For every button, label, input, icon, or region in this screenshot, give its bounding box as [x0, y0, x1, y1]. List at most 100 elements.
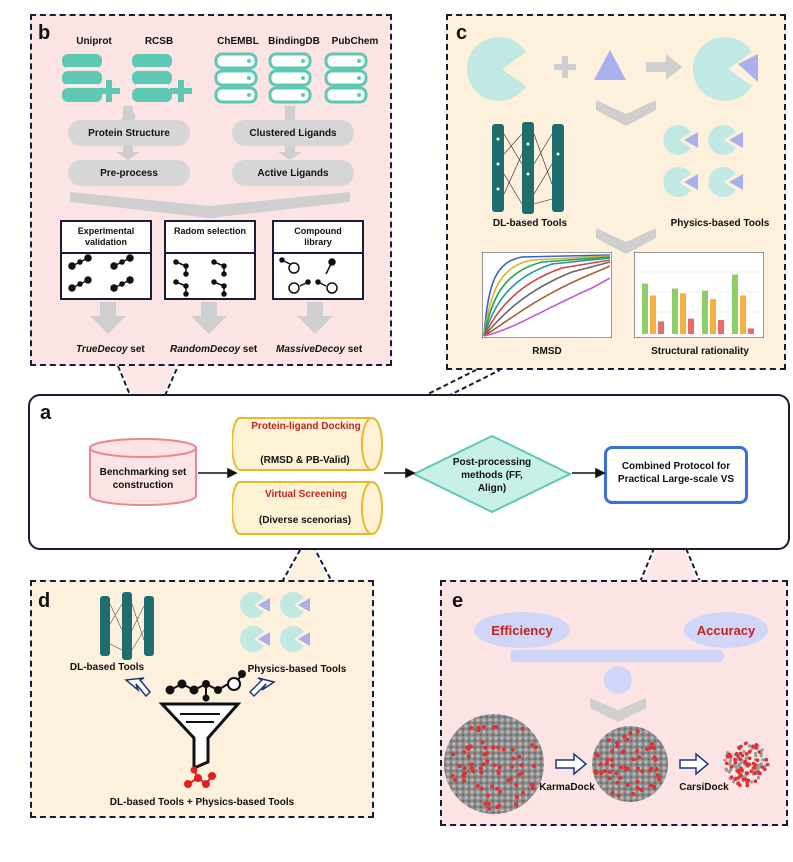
panel-b-letter: b — [38, 22, 51, 44]
structural-bar — [740, 295, 746, 334]
scatter-dot — [651, 746, 656, 751]
scatter-dot — [492, 763, 497, 768]
scatter-dot — [530, 743, 535, 748]
scatter-dot — [517, 772, 522, 777]
scatter-dot — [483, 745, 488, 750]
scatter-dot — [618, 775, 623, 780]
structural-bar-chart — [634, 252, 764, 338]
scatter-dot — [648, 745, 653, 750]
protein-structure-pill: Protein Structure — [68, 120, 190, 146]
scatter-dot — [469, 725, 474, 730]
scatter-dot — [747, 749, 752, 754]
scatter-dot — [734, 751, 739, 756]
scatter-dot — [755, 758, 760, 763]
scatter-dot — [625, 737, 630, 742]
scatter-dot — [510, 747, 515, 752]
structural-bar — [658, 321, 664, 334]
scatter-dot — [747, 744, 752, 748]
scatter-dot — [749, 769, 754, 774]
scatter-dot — [737, 770, 741, 775]
structural-bar — [718, 320, 724, 334]
scatter-dot — [615, 744, 620, 749]
screening-funnel-circles — [444, 714, 770, 814]
scatter-dot — [602, 769, 607, 774]
physics-icons — [663, 125, 743, 198]
scatter-dot — [621, 749, 626, 754]
docking-subtitle: (RMSD & PB-Valid) — [260, 455, 350, 466]
scatter-dot — [515, 795, 520, 800]
scatter-dot — [479, 770, 484, 775]
scatter-dot — [733, 760, 738, 765]
scatter-dot — [745, 761, 749, 766]
scatter-dot — [758, 771, 762, 776]
benchmark-cylinder — [89, 438, 197, 506]
scatter-dot — [471, 769, 476, 774]
source-chembl: ChEMBL — [217, 36, 259, 47]
structural-bar — [650, 295, 656, 334]
scatter-dot — [740, 768, 744, 772]
structural-bar — [702, 290, 708, 334]
scatter-dot — [738, 757, 742, 761]
source-bindingdb: BindingDB — [268, 36, 320, 47]
neural-net-icon — [492, 122, 564, 214]
compound-library-title: Compound library — [294, 226, 342, 247]
scatter-dot — [757, 750, 762, 754]
truedecoy-set-label: TrueDecoy set — [76, 344, 145, 355]
scatter-dot — [491, 725, 496, 730]
scatter-dot — [649, 741, 654, 746]
scatter-dot — [743, 741, 748, 746]
scatter-dot — [657, 777, 662, 782]
structural-bar — [680, 293, 686, 334]
scatter-dot — [481, 724, 486, 729]
scatter-dot — [619, 765, 624, 770]
scatter-dot — [628, 731, 633, 736]
scatter-dot — [652, 784, 657, 789]
scatter-dot — [751, 744, 755, 749]
structural-bar — [748, 328, 754, 334]
box-divider — [274, 252, 362, 254]
scatter-dot — [482, 752, 487, 757]
combined-protocol-box — [604, 446, 748, 504]
dl-tools-label-c: DL-based Tools — [492, 218, 568, 229]
scatter-dot — [610, 763, 615, 768]
panel-a-letter: a — [40, 402, 52, 424]
molecule-glyphs-b — [68, 254, 338, 297]
scatter-dot — [610, 757, 615, 762]
panel-d — [30, 580, 374, 818]
scatter-dot — [450, 773, 455, 778]
scatter-dot — [468, 744, 473, 749]
scatter-dot — [462, 778, 467, 783]
scatter-dot — [479, 786, 484, 791]
structural-bar — [710, 299, 716, 334]
scatter-dot — [723, 758, 727, 762]
scatter-dot — [739, 773, 743, 778]
scatter-dot — [635, 749, 640, 754]
scatter-dot — [615, 740, 620, 745]
scatter-dot — [606, 738, 611, 743]
carsidock-label: CarsiDock — [679, 782, 729, 793]
scatter-dot — [746, 778, 751, 783]
scatter-dot — [649, 766, 654, 771]
set-suffix: set — [127, 344, 145, 355]
structural-bar — [642, 283, 648, 334]
scatter-dot — [486, 793, 491, 798]
efficiency-label: Efficiency — [474, 612, 570, 648]
scatter-dot — [462, 771, 467, 776]
scatter-dot — [728, 762, 732, 766]
scatter-dot — [733, 777, 738, 782]
scatter-dot — [760, 748, 764, 752]
source-uniprot: Uniprot — [76, 36, 112, 47]
massivedecoy-set-label: MassiveDecoy set — [276, 344, 362, 355]
active-ligands-pill: Active Ligands — [232, 160, 354, 186]
scatter-dot — [760, 765, 765, 769]
scatter-dot — [497, 765, 502, 770]
scatter-dot — [478, 766, 483, 771]
scatter-dot — [729, 765, 734, 769]
combined-protocol-label: Combined Protocol for Practical Large-sc… — [617, 461, 735, 485]
post-processing-diamond — [412, 434, 572, 514]
scatter-dot — [754, 742, 759, 747]
compound-library-box: Compound library — [272, 220, 364, 300]
scatter-dot — [476, 725, 481, 730]
scatter-dot — [765, 762, 770, 767]
